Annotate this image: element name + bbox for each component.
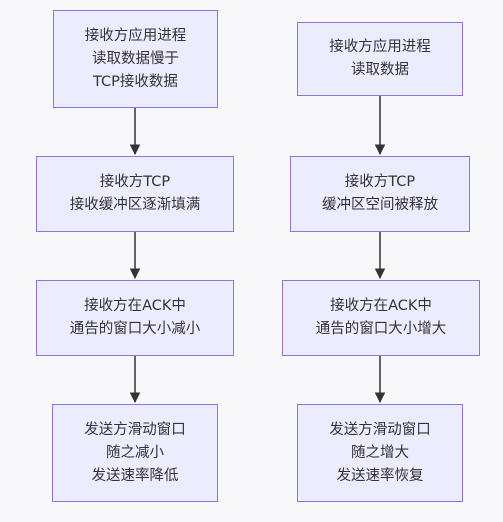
node-text-line: 接收方在ACK中 bbox=[330, 298, 432, 314]
node-left-sender-slowdown: 发送方滑动窗口 随之减小 发送速率降低 bbox=[52, 404, 218, 502]
node-text-line: 读取数据慢于 bbox=[92, 50, 179, 67]
node-right-buffer-freed: 接收方TCP 缓冲区空间被释放 bbox=[290, 156, 470, 232]
node-text-line: 发送速率恢复 bbox=[336, 467, 424, 484]
node-text-line: 随之增大 bbox=[351, 444, 409, 461]
node-text-line: 接收方TCP bbox=[99, 174, 171, 190]
node-right-window-increase: 接收方在ACK中 通告的窗口大小增大 bbox=[282, 280, 480, 356]
node-text-line: 发送方滑动窗口 bbox=[329, 421, 431, 438]
node-text-line: 接收缓冲区逐渐填满 bbox=[69, 197, 201, 213]
node-text-line: 缓冲区空间被释放 bbox=[322, 197, 438, 213]
node-right-sender-recovery: 发送方滑动窗口 随之增大 发送速率恢复 bbox=[297, 404, 463, 502]
node-text-line: 通告的窗口大小减小 bbox=[69, 321, 201, 337]
node-right-read-data: 接收方应用进程 读取数据 bbox=[297, 22, 463, 96]
node-text-line: 接收方在ACK中 bbox=[84, 298, 186, 314]
node-text-line: 接收方TCP bbox=[344, 174, 416, 190]
node-text-line: 读取数据 bbox=[351, 62, 409, 78]
node-text-line: 发送速率降低 bbox=[91, 467, 179, 484]
node-text-line: 接收方应用进程 bbox=[84, 27, 187, 44]
node-text-line: 接收方应用进程 bbox=[329, 39, 431, 55]
node-text-line: 随之减小 bbox=[106, 444, 164, 461]
node-text-line: 通告的窗口大小增大 bbox=[315, 321, 447, 337]
node-text-line: 发送方滑动窗口 bbox=[84, 421, 186, 438]
node-left-buffer-filling: 接收方TCP 接收缓冲区逐渐填满 bbox=[36, 156, 234, 232]
node-left-window-decrease: 接收方在ACK中 通告的窗口大小减小 bbox=[36, 280, 234, 356]
node-text-line: TCP接收数据 bbox=[93, 73, 178, 90]
node-left-slow-read: 接收方应用进程 读取数据慢于 TCP接收数据 bbox=[53, 10, 218, 108]
